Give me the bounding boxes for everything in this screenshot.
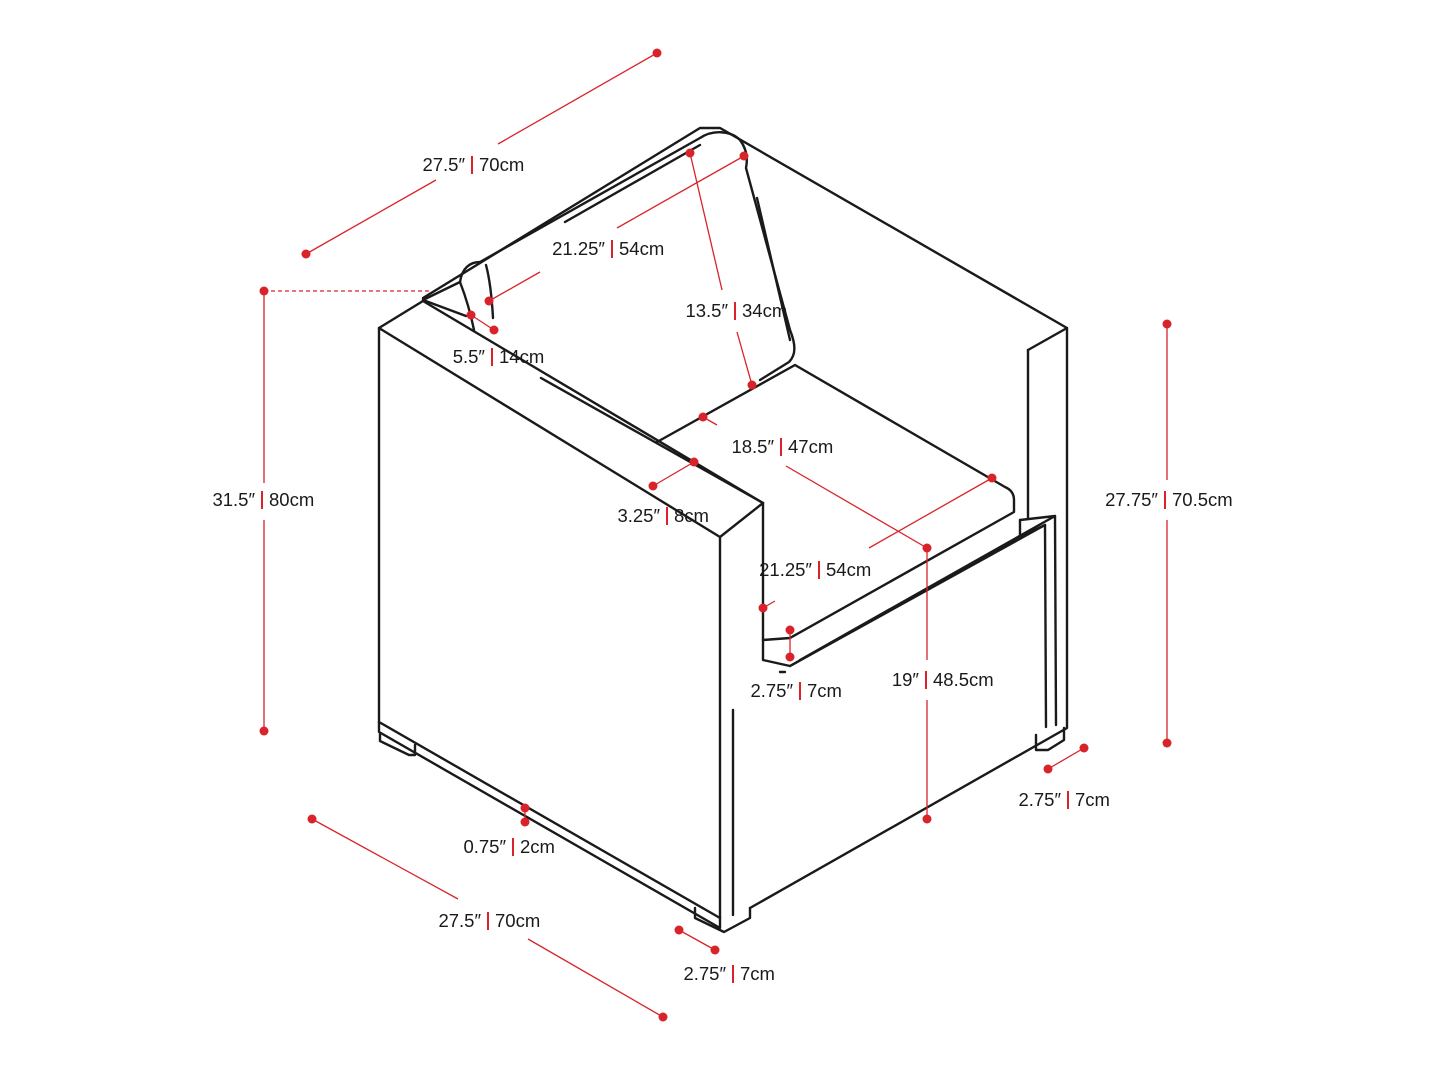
dimension-imperial: 21.25″ — [759, 559, 812, 580]
dimension-metric: 54cm — [619, 238, 664, 259]
dimension-label-leg-height: 0.75″ 2cm — [463, 836, 555, 857]
dimension-metric: 70.5cm — [1172, 489, 1233, 510]
dimension-metric: 2cm — [520, 836, 555, 857]
dimension-label-back-cushion-height: 13.5″ 34cm — [685, 300, 787, 321]
dimension-separator — [780, 438, 782, 456]
dimension-metric: 34cm — [742, 300, 787, 321]
dimension-separator — [666, 507, 668, 525]
dimension-separator — [1067, 791, 1069, 809]
dimension-imperial: 27.5″ — [438, 910, 481, 931]
dimension-metric: 7cm — [1075, 789, 1110, 810]
dimension-label-back-thickness: 5.5″ 14cm — [453, 346, 545, 367]
dimension-label-bottom-width: 27.5″ 70cm — [438, 910, 540, 931]
dimension-metric: 7cm — [740, 963, 775, 984]
dimension-metric: 7cm — [807, 680, 842, 701]
dimension-separator — [512, 838, 514, 856]
dimension-separator — [1164, 491, 1166, 509]
dimension-separator — [611, 240, 613, 258]
dimension-label-cushion-thickness: 2.75″ 7cm — [750, 680, 842, 701]
dimension-imperial: 19″ — [892, 669, 920, 690]
dimension-label-arm-width: 3.25″ 8cm — [617, 505, 709, 526]
dimension-label-arm-height: 27.75″ 70.5cm — [1105, 489, 1233, 510]
dimension-metric: 47cm — [788, 436, 833, 457]
dimension-metric: 54cm — [826, 559, 871, 580]
chair-outline — [377, 126, 1069, 934]
dimension-imperial: 2.75″ — [750, 680, 793, 701]
dimension-label-leg-right: 2.75″ 7cm — [1018, 789, 1110, 810]
dimension-imperial: 27.75″ — [1105, 489, 1158, 510]
dimension-metric: 48.5cm — [933, 669, 994, 690]
dimension-imperial: 2.75″ — [683, 963, 726, 984]
dimension-separator — [261, 491, 263, 509]
dimension-imperial: 5.5″ — [453, 346, 486, 367]
dimension-separator — [471, 156, 473, 174]
dimension-separator — [734, 302, 736, 320]
dimension-imperial: 2.75″ — [1018, 789, 1061, 810]
dimension-separator — [799, 682, 801, 700]
dimension-imperial: 18.5″ — [731, 436, 774, 457]
dimension-separator — [818, 561, 820, 579]
dimension-label-seat-depth: 18.5″ 47cm — [731, 436, 833, 457]
dimension-imperial: 13.5″ — [685, 300, 728, 321]
dimension-label-seat-width: 21.25″ 54cm — [759, 559, 871, 580]
dimension-metric: 14cm — [499, 346, 544, 367]
dimension-lines — [259, 48, 1172, 1022]
dimension-imperial: 21.25″ — [552, 238, 605, 259]
dimension-separator — [732, 965, 734, 983]
dimension-metric: 70cm — [495, 910, 540, 931]
dimension-separator — [487, 912, 489, 930]
dimension-imperial: 31.5″ — [212, 489, 255, 510]
dimension-metric: 70cm — [479, 154, 524, 175]
dimension-separator — [925, 671, 927, 689]
dimension-metric: 8cm — [674, 505, 709, 526]
dimension-label-total-height: 31.5″ 80cm — [212, 489, 314, 510]
dimension-imperial: 3.25″ — [617, 505, 660, 526]
dimension-label-leg-front: 2.75″ 7cm — [683, 963, 775, 984]
dimension-metric: 80cm — [269, 489, 314, 510]
dimension-label-top-depth: 27.5″ 70cm — [422, 154, 524, 175]
dimension-labels: 27.5″ 70cm 21.25″ 54cm 13.5″ 34cm 5.5″ 14cm 18.5… — [212, 154, 1232, 984]
dimension-label-seat-height: 19″ 48.5cm — [892, 669, 994, 690]
dimension-imperial: 0.75″ — [463, 836, 506, 857]
dimension-separator — [491, 348, 493, 366]
dimension-imperial: 27.5″ — [422, 154, 465, 175]
dimension-label-back-cushion-width: 21.25″ 54cm — [552, 238, 664, 259]
